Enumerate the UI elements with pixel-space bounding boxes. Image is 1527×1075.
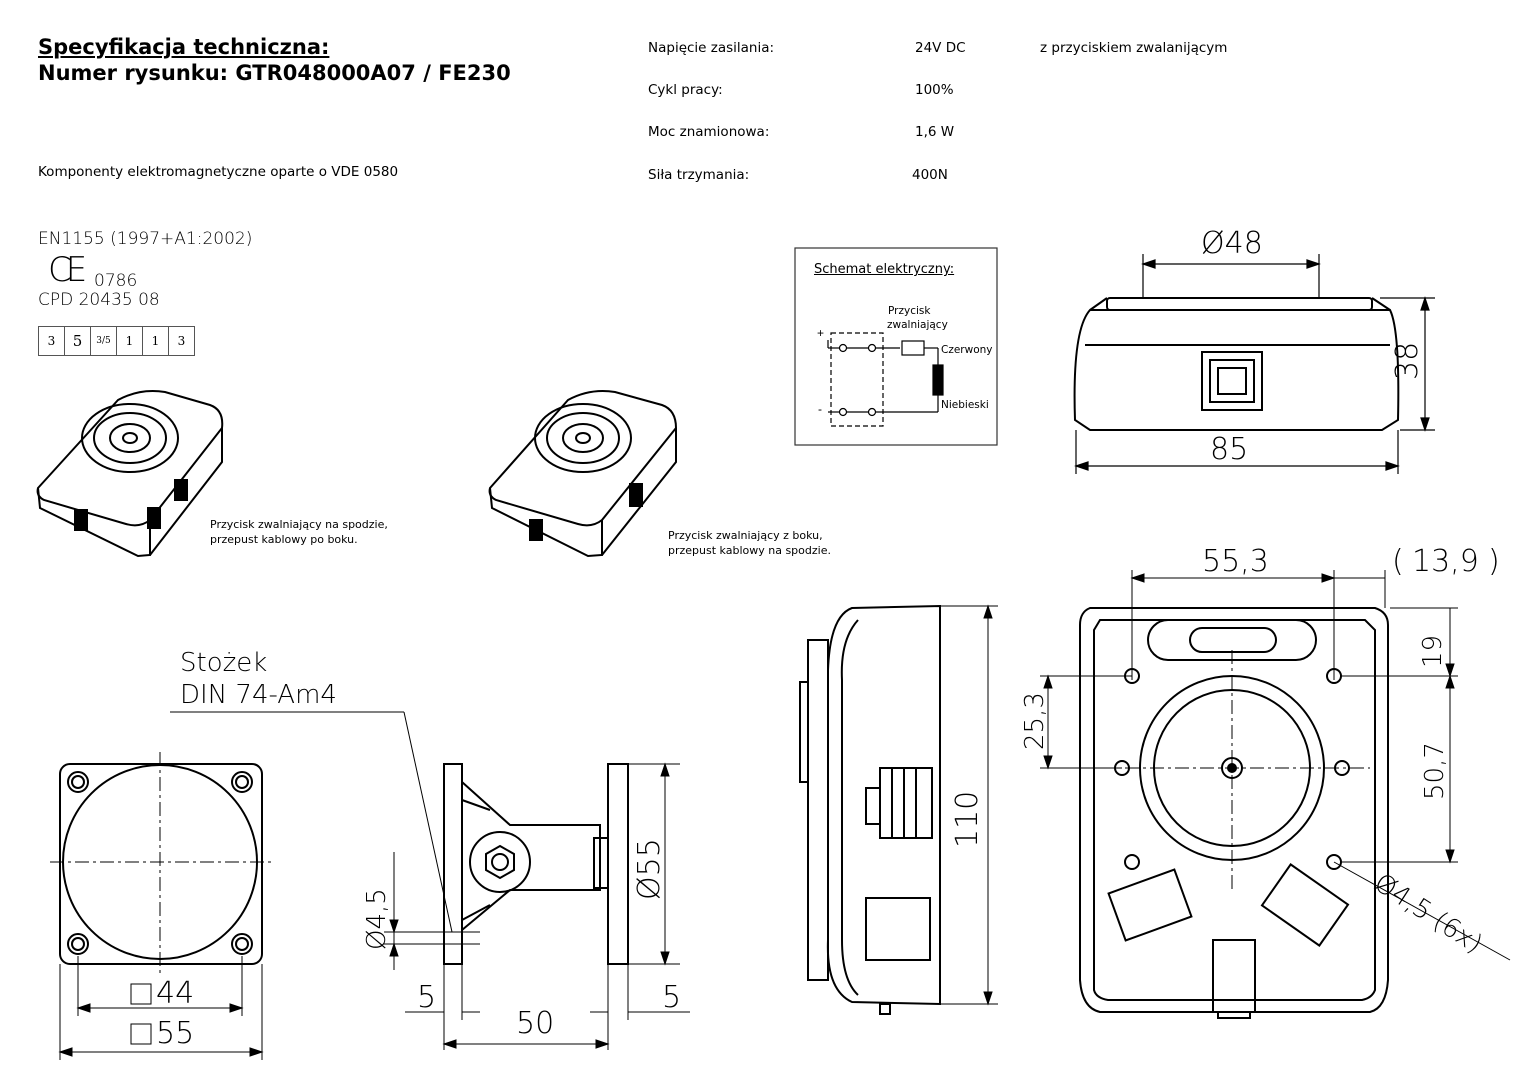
code-cell: 3/5 (90, 326, 117, 356)
schematic-blue-wire: Niebieski (941, 399, 989, 411)
side-view (799, 604, 941, 1015)
spec-label-force: Siła trzymania: (648, 167, 750, 183)
side-view-dims (940, 604, 998, 1006)
spec-value-voltage: 24V DC (915, 40, 966, 56)
code-cell: 1 (142, 326, 169, 356)
dim-thick-5b: 5 (662, 980, 682, 1015)
dim-thick-5a: 5 (417, 980, 437, 1015)
drawing-number: Numer rysunku: GTR048000A07 / FE230 (38, 61, 511, 85)
code-cell: 3 (38, 326, 65, 356)
spec-title: Specyfikacja techniczna: (38, 35, 330, 59)
plan-view-dims (1040, 570, 1511, 961)
schematic-button-label-2: zwalniający (887, 319, 948, 331)
spec-label-duty: Cykl pracy: (648, 82, 723, 98)
front-view (1073, 297, 1400, 431)
spec-value-power: 1,6 W (915, 124, 955, 140)
cone-label-1: Stożek (180, 648, 268, 678)
schematic-title: Schemat elektryczny: (814, 262, 955, 277)
spec-value-duty: 100% (915, 82, 954, 98)
variant-2-line2: przepust kablowy na spodzie. (668, 544, 831, 557)
plan-view (1079, 607, 1389, 1019)
dim-plate-55: 55 (156, 1016, 195, 1051)
dim-50: 50 (516, 1006, 555, 1041)
spec-label-voltage: Napięcie zasilania: (648, 40, 775, 56)
dim-plate-44: 44 (156, 976, 195, 1011)
cpd-number: CPD 20435 08 (38, 290, 160, 310)
cone-label-2: DIN 74-Am4 (180, 680, 337, 710)
dim-width-top: 85 (1210, 432, 1249, 467)
armature-plate (59, 763, 263, 965)
schematic-plus: + (817, 326, 825, 340)
dim-55-3: 55,3 (1202, 544, 1269, 579)
armature-plate-dims (50, 752, 272, 1060)
front-view-dims (1074, 254, 1435, 474)
dim-13-9: 13,9 (1412, 544, 1479, 579)
code-cell: 3 (168, 326, 195, 356)
spec-value-force: 400N (912, 167, 948, 183)
variant-2-line1: Przycisk zwalniający z boku, (668, 529, 823, 542)
schematic-diagram (794, 247, 998, 446)
isometric-view-2 (488, 390, 678, 558)
schematic-button-label-1: Przycisk (888, 305, 931, 317)
variant-1-line2: przepust kablowy po boku. (210, 533, 358, 546)
ce-number: 0786 (94, 271, 138, 291)
ce-mark-icon: CE (48, 250, 87, 290)
variant-1-line1: Przycisk zwalniający na spodzie, (210, 518, 388, 531)
isometric-view-1 (36, 390, 224, 558)
armature-side (443, 763, 629, 965)
spec-label-power: Moc znamionowa: (648, 124, 770, 140)
armature-side-dims (170, 711, 690, 1050)
components-note: Komponenty elektromagnetyczne oparte o V… (38, 164, 399, 180)
classification-code: 3 5 3/5 1 1 3 (38, 326, 195, 356)
standard-label: EN1155 (1997+A1:2002) (38, 229, 253, 249)
dim-paren-close: ) (1488, 544, 1500, 579)
schematic-red-wire: Czerwony (941, 344, 993, 356)
dim-diameter-top: Ø48 (1201, 226, 1263, 261)
spec-note-voltage: z przyciskiem zwalanijącym (1040, 40, 1228, 56)
code-cell: 5 (64, 326, 91, 356)
dim-paren-open: ( (1392, 544, 1404, 579)
schematic-minus: - (818, 402, 822, 416)
